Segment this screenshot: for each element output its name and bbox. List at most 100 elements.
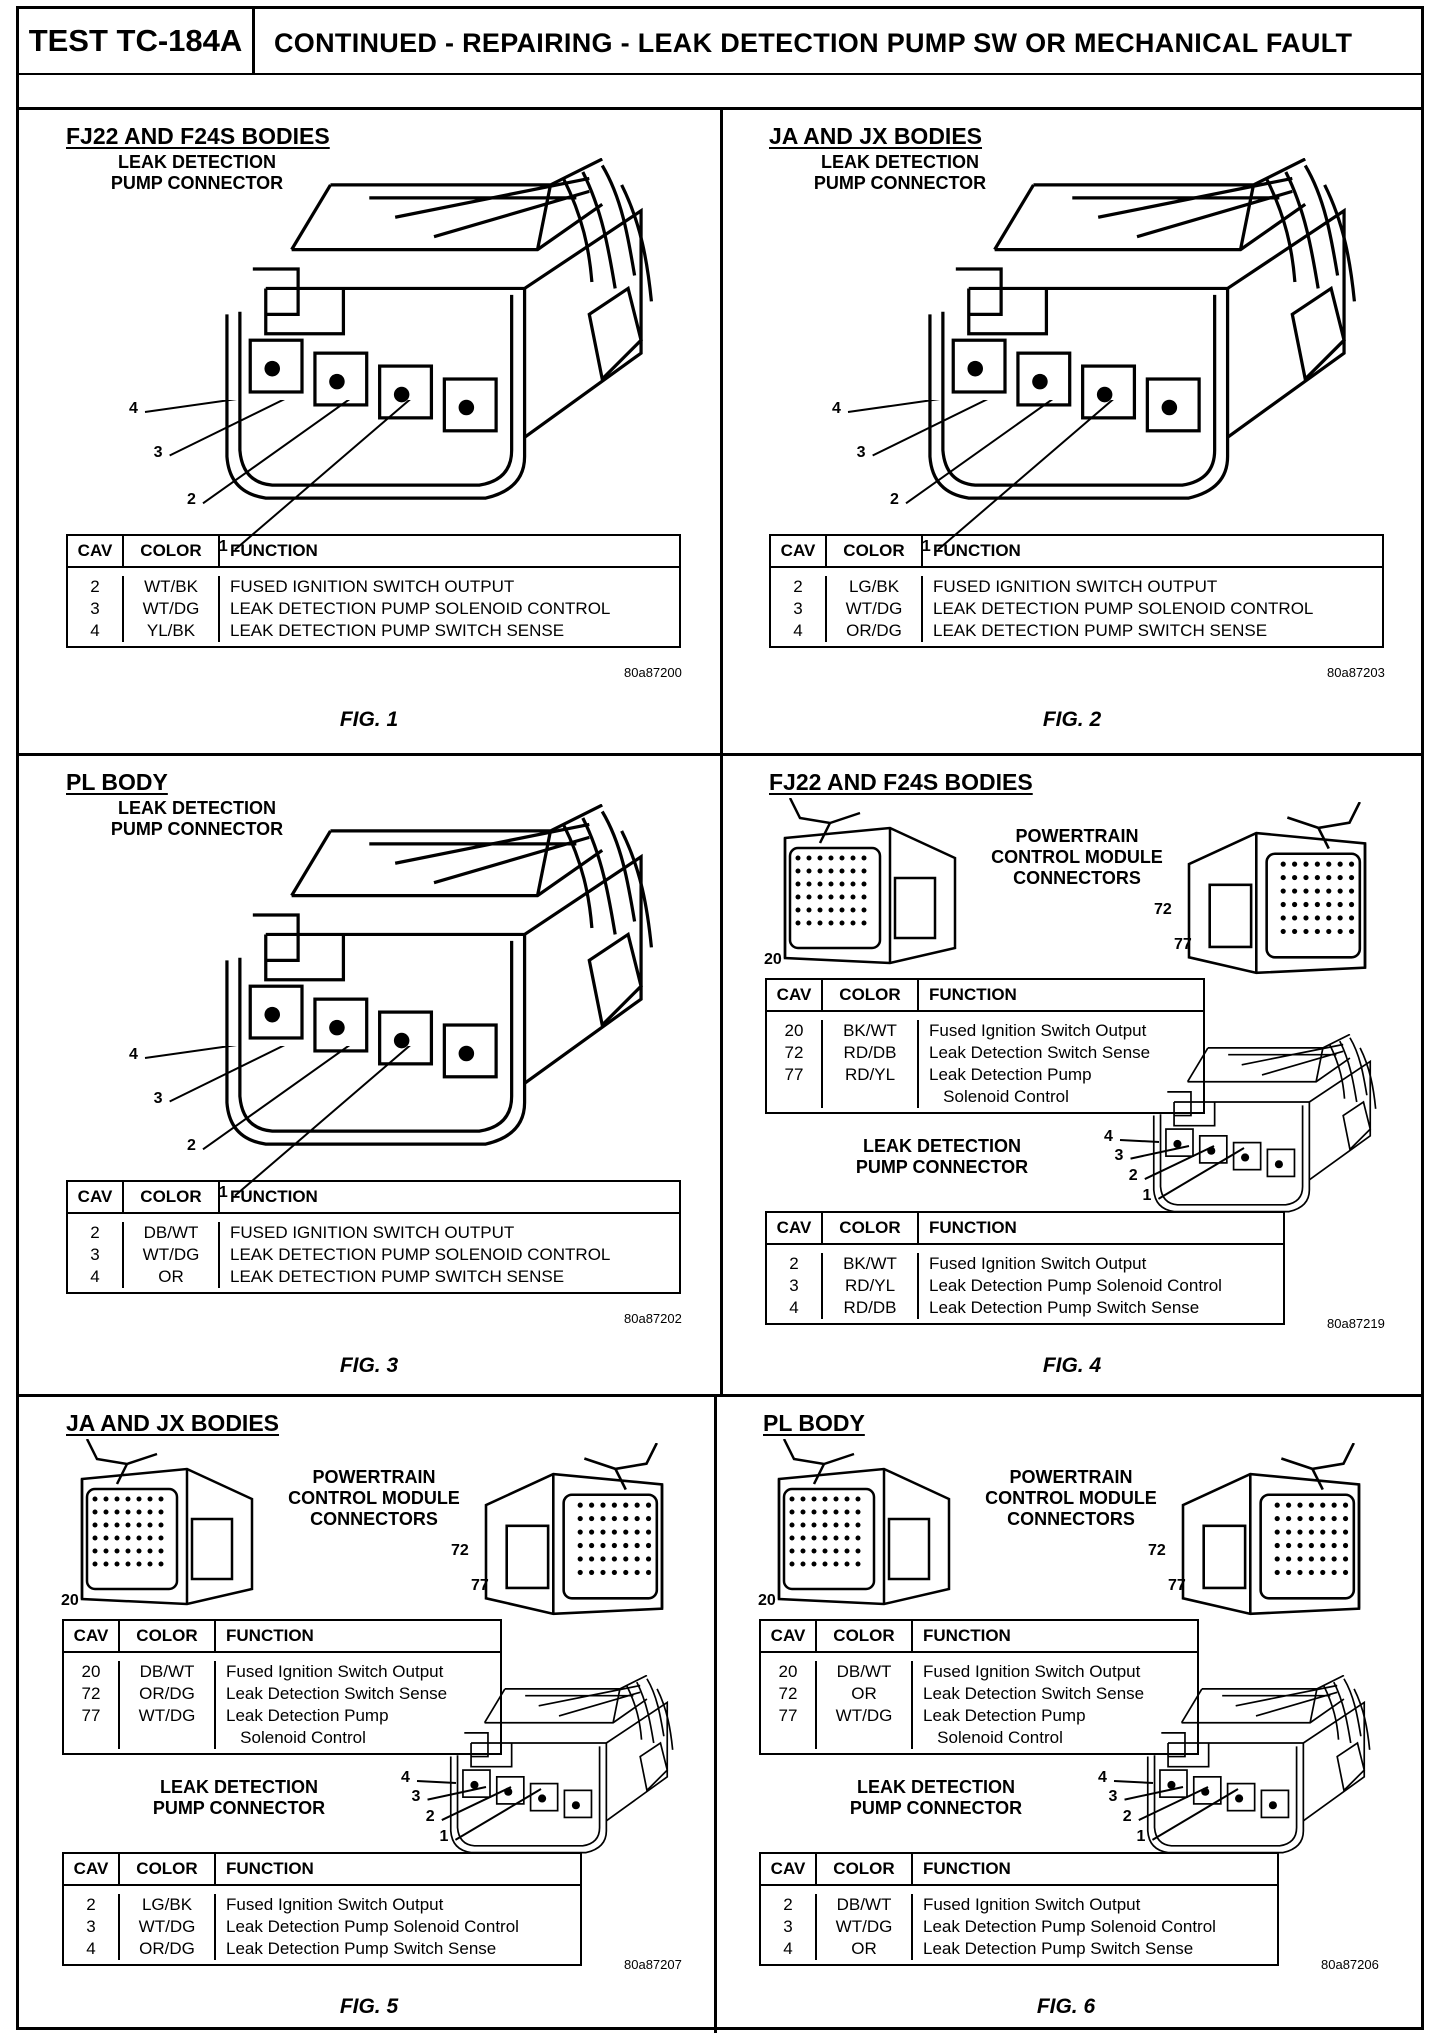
cav-cell: 20 [784, 1021, 804, 1040]
color-cell: DB/WT [143, 1223, 199, 1242]
function-cell: Leak Detection Pump Solenoid Control [226, 1917, 519, 1936]
figure-caption: FIG. 4 [1042, 1354, 1102, 1377]
pin-label-2: 2 [187, 491, 196, 509]
pump-connector-drawing [225, 158, 654, 500]
cav-cell: 2 [789, 1254, 799, 1273]
pcm-connector-right-drawing [1181, 1443, 1361, 1616]
pcm-pin-label-77: 77 [471, 1577, 489, 1594]
figure-title: PL BODY [763, 1410, 865, 1436]
cav-cell: 72 [81, 1684, 101, 1703]
pin-label-3: 3 [1108, 1787, 1118, 1805]
header-function: FUNCTION [923, 1626, 1011, 1645]
figure-id: 80a87219 [1327, 1316, 1385, 1331]
pump-connector-label: LEAK DETECTION PUMP CONNECTOR [110, 798, 284, 839]
cav-cell: 4 [90, 621, 100, 640]
color-cell: OR/DG [139, 1684, 195, 1703]
header-color: COLOR [827, 536, 923, 566]
color-cell: WT/DG [835, 1917, 893, 1936]
function-cell: Fused Ignition Switch Output [226, 1895, 444, 1914]
pcm-pin-label-20: 20 [764, 951, 782, 968]
color-cell: RD/YL [844, 1065, 896, 1084]
cav-cell: 4 [90, 1267, 100, 1286]
pcm-connector-left-drawing [777, 1439, 951, 1606]
color-cell: YL/BK [146, 621, 196, 640]
header-cav: CAV [64, 1621, 120, 1651]
pcm-connectors-label: POWERTRAIN CONTROL MODULE CONNECTORS [991, 826, 1163, 888]
color-cell: OR/DG [846, 621, 902, 640]
pin-leader-lines [416, 1780, 542, 1841]
cav-cell: 3 [90, 599, 100, 618]
function-cell: Fused Ignition Switch Output [226, 1662, 444, 1681]
figure-title: FJ22 AND F24S BODIES [769, 769, 1033, 795]
color-cell: WT/DG [142, 599, 200, 618]
pump-connector-label: LEAK DETECTION PUMP CONNECTOR [813, 152, 987, 193]
function-cell: Fused Ignition Switch Output [923, 1895, 1141, 1914]
figure-caption: FIG. 1 [339, 708, 399, 731]
color-cell: OR [851, 1684, 877, 1703]
header-color: COLOR [823, 980, 919, 1010]
pcm-connector-right-drawing [484, 1443, 664, 1616]
color-cell: OR [851, 1939, 877, 1958]
cav-cell: 77 [81, 1706, 101, 1725]
header-cav: CAV [68, 536, 124, 566]
cav-cell: 77 [784, 1065, 804, 1084]
page-title: CONTINUED - REPAIRING - LEAK DETECTION P… [274, 28, 1353, 58]
cav-cell: 2 [86, 1895, 96, 1914]
figure-caption: FIG. 6 [1036, 1995, 1096, 2018]
cav-cell: 2 [90, 1223, 100, 1242]
header-function: FUNCTION [933, 541, 1021, 560]
header-color: COLOR [823, 1213, 919, 1243]
figure-id: 80a87203 [1327, 665, 1385, 680]
function-cell: FUSED IGNITION SWITCH OUTPUT [230, 577, 515, 596]
function-cell: Leak Detection Switch Sense [226, 1684, 448, 1703]
header-cav: CAV [771, 536, 827, 566]
function-cell: Leak Detection Pump Solenoid Control [929, 1276, 1222, 1295]
pin-leader-lines [847, 400, 1114, 551]
header-function: FUNCTION [226, 1626, 314, 1645]
pin-label-3: 3 [856, 443, 866, 461]
function-cell: LEAK DETECTION PUMP SOLENOID CONTROL [230, 1245, 611, 1264]
test-id: TEST TC-184A [19, 9, 255, 75]
pump-connector-drawing [449, 1675, 674, 1854]
cav-cell: 20 [778, 1662, 798, 1681]
pin-leader-lines [144, 1046, 411, 1197]
pump-connector-label: LEAK DETECTION PUMP CONNECTOR [152, 1777, 326, 1818]
cav-cell: 3 [86, 1917, 96, 1936]
cav-cell: 3 [789, 1276, 799, 1295]
header-cav: CAV [767, 1213, 823, 1243]
pump-connector-drawing [928, 158, 1357, 500]
function-cell: Fused Ignition Switch Output [923, 1662, 1141, 1681]
cav-cell: 72 [778, 1684, 798, 1703]
function-cell: Leak Detection Pump Solenoid Control [929, 1065, 1092, 1106]
cav-cell: 3 [90, 1245, 100, 1264]
pin-label-3: 3 [411, 1787, 421, 1805]
cav-cell: 2 [783, 1895, 793, 1914]
figure-id: 80a87200 [624, 665, 682, 680]
color-cell: LG/BK [141, 1895, 193, 1914]
function-cell: Fused Ignition Switch Output [929, 1021, 1147, 1040]
grid-divider [714, 1397, 717, 2033]
header-cav: CAV [64, 1854, 120, 1884]
cav-cell: 4 [793, 621, 803, 640]
spacer [817, 1727, 911, 1749]
pcm-pin-label-20: 20 [758, 1592, 776, 1609]
pin-label-3: 3 [153, 1089, 163, 1107]
function-cell: Fused Ignition Switch Output [929, 1254, 1147, 1273]
header-color: COLOR [120, 1621, 216, 1651]
